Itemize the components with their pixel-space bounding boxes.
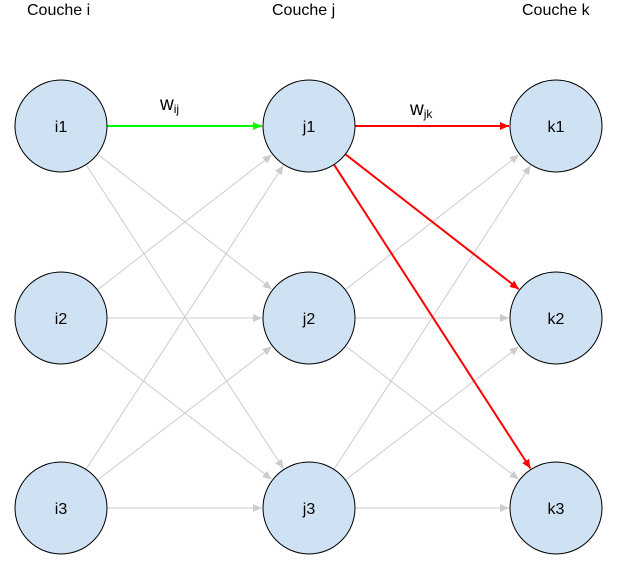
edge-i3-j2	[97, 346, 273, 481]
edge-j2-k3	[345, 345, 520, 480]
node-label-j3: j3	[302, 501, 316, 518]
node-j2	[262, 271, 356, 365]
layer-title-k: Couche k	[522, 2, 590, 19]
node-i3	[14, 461, 108, 555]
weight-label-wjk: wjk	[409, 99, 433, 121]
edge-i2-j1	[97, 154, 273, 291]
edge-j1-k2-highlighted	[344, 153, 520, 290]
node-k1	[509, 79, 603, 173]
edge-j1-k3-highlighted	[333, 164, 532, 470]
node-label-k1: k1	[548, 119, 565, 136]
nodes: i1 i2 i3 j1 j2 j3 k1 k2 k3	[14, 79, 603, 555]
node-i1	[14, 79, 108, 173]
node-label-k3: k3	[548, 501, 565, 518]
node-j1	[262, 79, 356, 173]
highlighted-edges	[107, 122, 532, 470]
node-i2	[14, 271, 108, 365]
node-label-k2: k2	[548, 311, 565, 328]
node-k3	[509, 461, 603, 555]
node-label-i3: i3	[55, 501, 68, 518]
node-label-j2: j2	[302, 311, 316, 328]
edge-i3-j1	[85, 165, 284, 470]
node-label-j1: j1	[302, 119, 316, 136]
node-label-i1: i1	[55, 119, 68, 136]
node-label-i2: i2	[55, 311, 68, 328]
node-k2	[509, 271, 603, 365]
edge-j3-k2	[345, 346, 520, 481]
node-j3	[262, 461, 356, 555]
layer-title-i: Couche i	[27, 2, 91, 19]
layer-title-j: Couche j	[272, 2, 336, 19]
weight-label-wij: wij	[159, 94, 179, 116]
